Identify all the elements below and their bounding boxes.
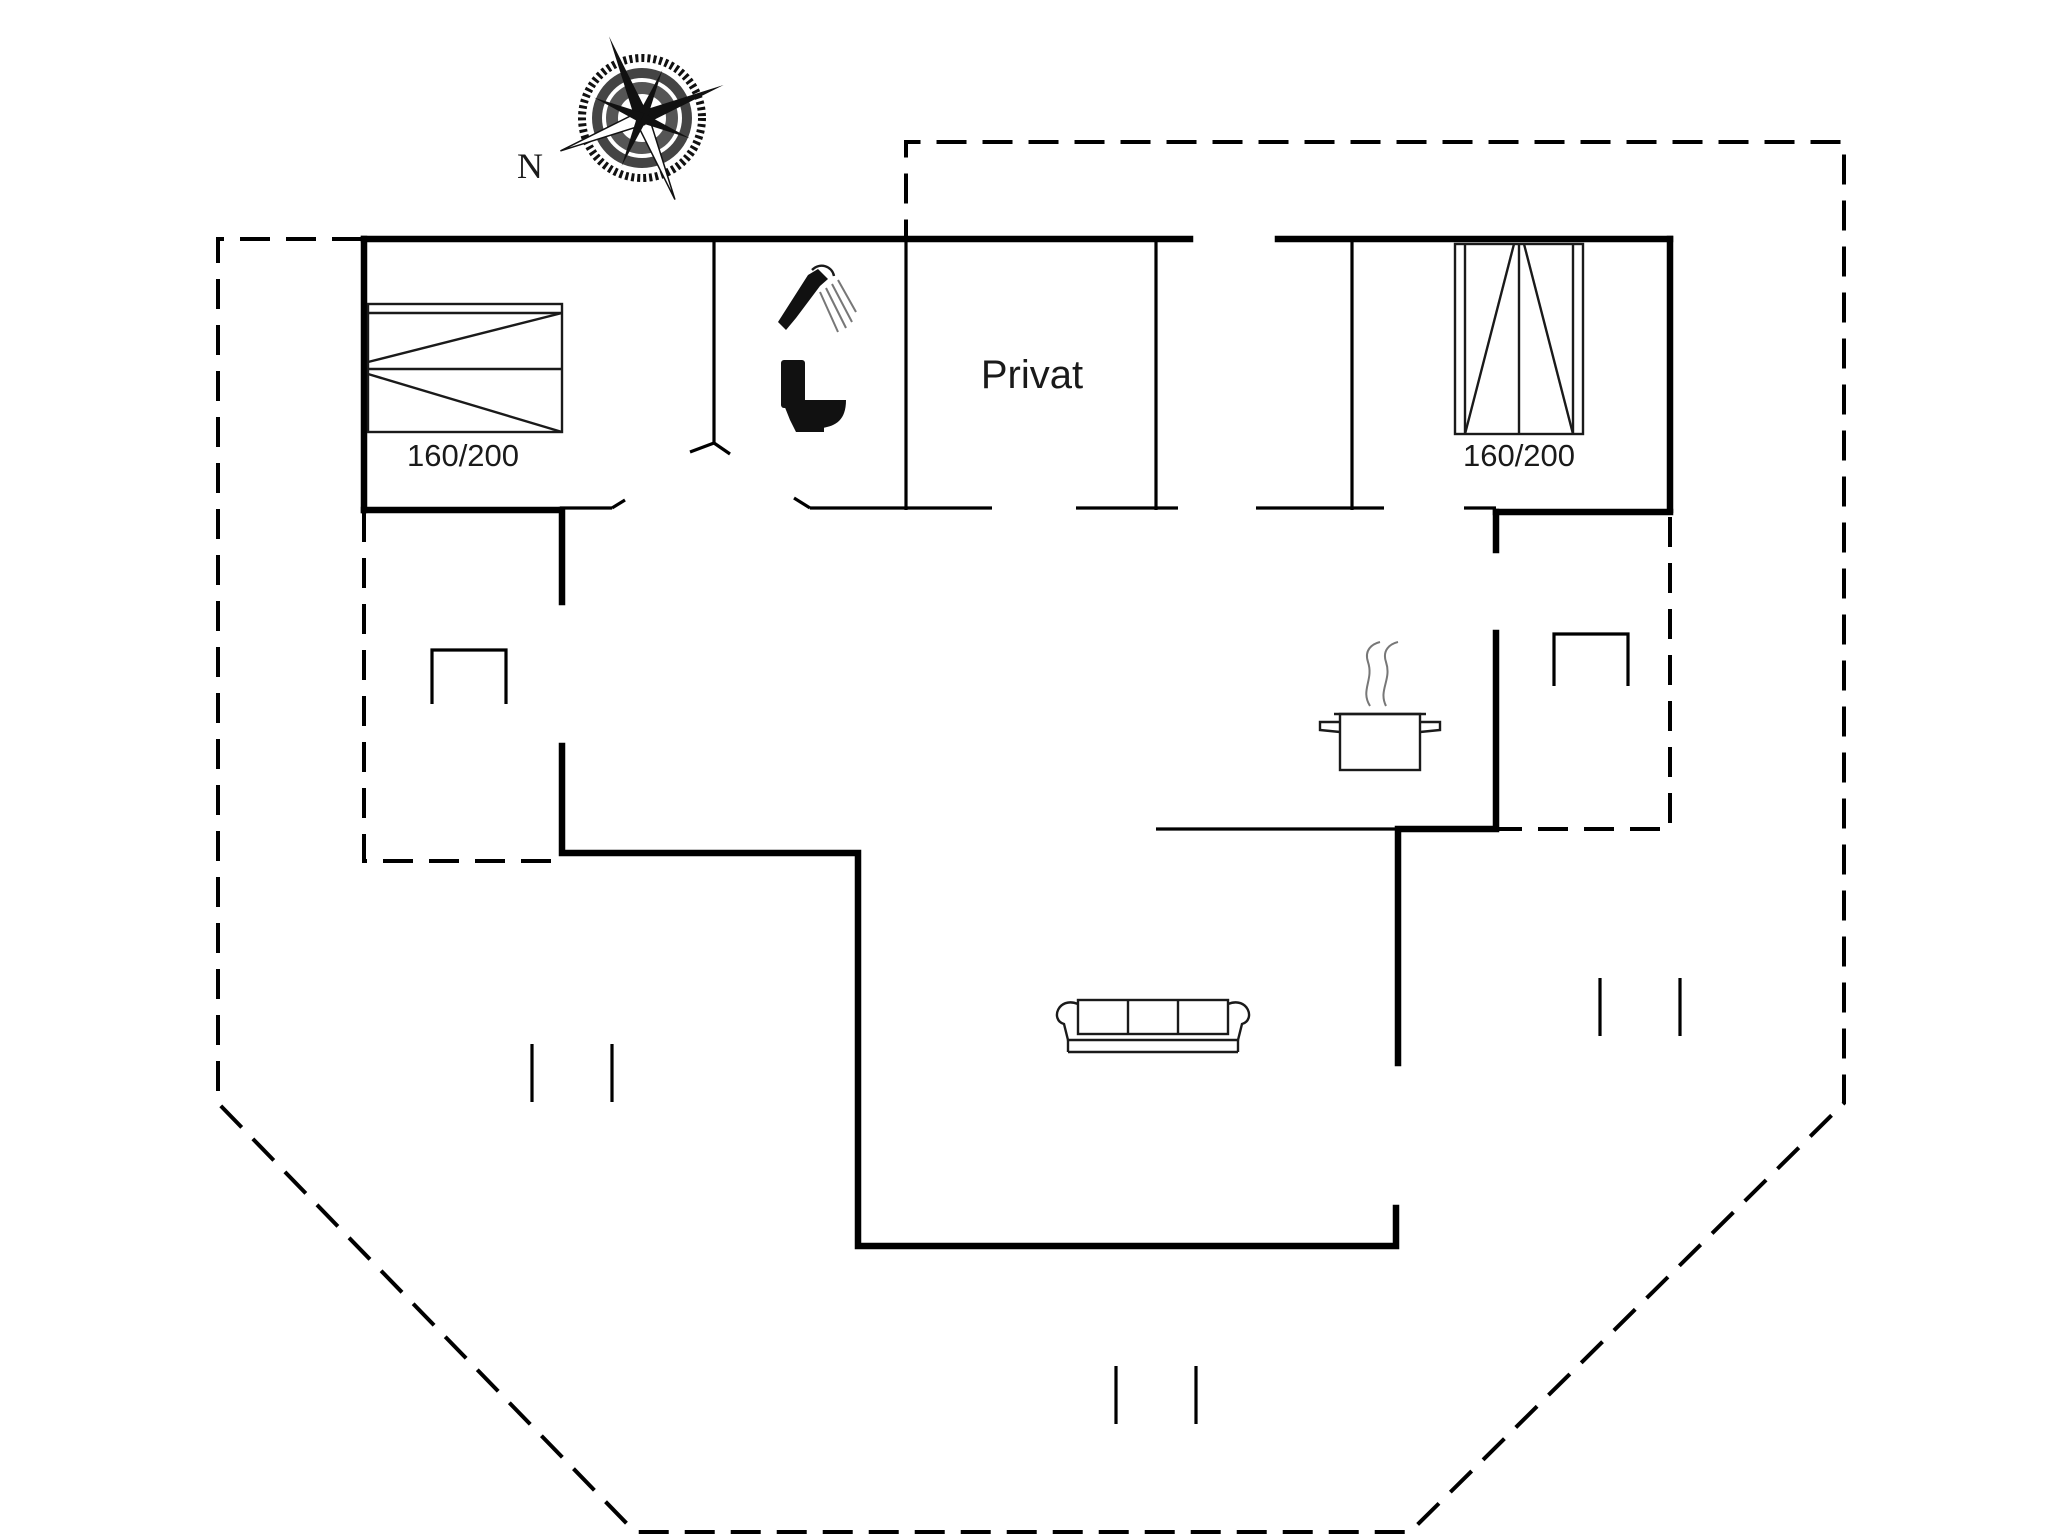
covered-area-east xyxy=(1498,517,1672,831)
compass-north-label: N xyxy=(517,146,543,186)
bed-size-west: 160/200 xyxy=(407,438,519,473)
cooking-pot-icon xyxy=(1318,641,1442,772)
counter-west xyxy=(430,648,508,704)
covered-area-west xyxy=(362,512,562,863)
shower-icon xyxy=(778,264,857,333)
room-label-private: Privat xyxy=(981,353,1083,397)
sofa-icon xyxy=(1055,998,1251,1054)
bed-east xyxy=(1453,242,1585,436)
bed-size-east: 160/200 xyxy=(1463,438,1575,473)
walls xyxy=(360,235,1674,1250)
compass-rose-icon xyxy=(560,36,724,200)
interior-walls xyxy=(560,242,1496,831)
terrace-markers xyxy=(530,978,1682,1424)
terrace-outline xyxy=(216,140,1846,1534)
counter-east xyxy=(1552,632,1630,686)
bed-west xyxy=(366,302,564,434)
toilet-icon xyxy=(781,360,846,432)
